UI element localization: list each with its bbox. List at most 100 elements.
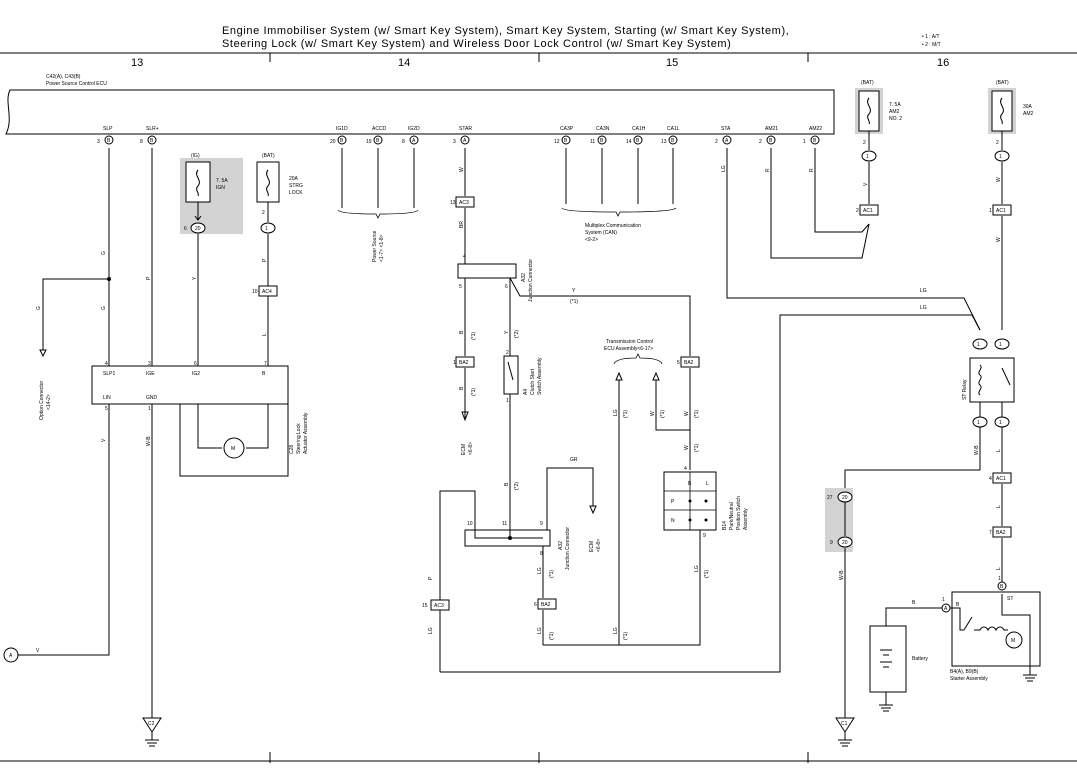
am2-rating: 30A xyxy=(1023,104,1033,110)
connector-pin-number: 1 xyxy=(942,597,945,603)
wire-color-label: GR xyxy=(570,457,578,463)
ecu-pin-connector: A xyxy=(725,138,729,144)
junction-a-label: A xyxy=(9,653,13,659)
ecu-pin-name: STAR xyxy=(459,126,472,132)
ecu-pin-name: ACCD xyxy=(372,126,387,132)
connector-pin-number: 8 xyxy=(540,551,543,557)
steering-pin-name: B xyxy=(262,371,266,377)
steering-pin-name: LIN xyxy=(103,395,111,401)
ecu-pin-number: 2 xyxy=(715,139,718,145)
connector-pin-number: 15 xyxy=(422,603,428,609)
wire-note: (*1) xyxy=(694,410,700,418)
ecu-pin-circle xyxy=(597,135,607,145)
ecu-pin-connector: B xyxy=(564,138,568,144)
ecu-pin-connector: A xyxy=(412,138,416,144)
connector-ac4 xyxy=(258,285,278,297)
ecu-pin-connector: B xyxy=(813,138,817,144)
wire-color-label: W-B xyxy=(146,436,152,446)
wire-color-label: L xyxy=(996,505,1002,508)
connector-circle xyxy=(861,150,877,162)
connector-label: BA2 xyxy=(541,602,551,608)
note-at: • 1 : A/T xyxy=(922,34,940,40)
ground-c1-label: C1 xyxy=(841,721,848,727)
wire-color-label: B xyxy=(459,386,465,390)
ecu-pin-name: IG1D xyxy=(336,126,348,132)
ecu-pin-circle xyxy=(147,135,157,145)
ecu-pin-number: 1 xyxy=(803,139,806,145)
ground-c2 xyxy=(142,717,162,733)
ecu-pin-name: SLR+ xyxy=(146,126,159,132)
ecu-pin-connector: B xyxy=(107,138,111,144)
ecu-pin-circle xyxy=(460,135,470,145)
pnp-b: B xyxy=(688,481,692,487)
wire-color-label: W-B xyxy=(974,445,980,455)
wire-color-label: W xyxy=(684,445,690,450)
ecu-pin-circle xyxy=(722,135,732,145)
wire-color-label: G xyxy=(101,306,107,310)
mpx-ref: <9-2> xyxy=(585,237,598,243)
connector-ba2 xyxy=(992,526,1012,538)
ecu-pin-circle xyxy=(104,135,114,145)
connector-label: AC4 xyxy=(262,289,272,295)
wire-color-label: L xyxy=(996,449,1002,452)
connector-label: BA2 xyxy=(459,360,469,366)
steering-pin-number: 1 xyxy=(148,406,151,412)
wire-color-label: V xyxy=(36,648,40,654)
wire-color-label: W xyxy=(996,177,1002,182)
connector-label: 1 xyxy=(999,154,1002,160)
wire-color-label: W-B xyxy=(839,570,845,580)
connector-pin-number: 9 xyxy=(830,540,833,546)
steering-pin-name: SLP1 xyxy=(103,371,115,377)
connector-pin-number: 1 xyxy=(506,398,509,404)
connector-pin-number: 11 xyxy=(502,521,507,527)
starter-name: Starter Assembly xyxy=(950,676,988,682)
wire-color-label: P xyxy=(146,276,152,280)
ecu-pin-name: CA3P xyxy=(560,126,574,132)
diagram-title-line1: Engine Immobiliser System (w/ Smart Key … xyxy=(222,25,789,37)
strg-fuse-name: STRG xyxy=(289,183,303,189)
steering-pin-name: IGE xyxy=(146,371,155,377)
wire-note: (*1) xyxy=(471,388,477,396)
wire-color-label: W xyxy=(650,411,656,416)
connector-pin-number: 6 xyxy=(505,284,508,290)
power-source-control-ecu xyxy=(5,89,835,135)
column-14: 14 xyxy=(398,57,410,69)
ecu-pin-circle xyxy=(409,135,419,145)
connector-ac3 xyxy=(430,599,450,611)
ecu-pin-circle xyxy=(668,135,678,145)
connector-label: BA2 xyxy=(684,360,694,366)
wire-color-label: V xyxy=(863,182,869,186)
connector-pin-number: 9 xyxy=(540,521,543,527)
ecu-pin-circle xyxy=(633,135,643,145)
ecu-pin-connector: B xyxy=(376,138,380,144)
wire-color-label: P xyxy=(262,258,268,262)
connector-circle xyxy=(997,581,1007,591)
steering-motor-label: M xyxy=(231,446,235,452)
pnp-name: Park/Neutral xyxy=(729,502,735,530)
junction-connector-a32-top xyxy=(457,263,517,279)
ecu-pin-connector: B xyxy=(671,138,675,144)
ecu-pin-circle xyxy=(766,135,776,145)
connector-circle xyxy=(994,416,1010,428)
wire-note: (*1) xyxy=(549,570,555,578)
connector-ac3 xyxy=(455,196,475,208)
option-connector-label: Option Connector xyxy=(39,380,45,420)
pnp-l: L xyxy=(706,481,709,487)
ecm-label-1: ECM xyxy=(461,444,467,455)
battery xyxy=(869,625,907,693)
wire-note: (*1) xyxy=(660,410,666,418)
junction-a xyxy=(3,647,19,663)
wire-color-label: B xyxy=(504,482,510,486)
connector-pin-number: 2 xyxy=(863,140,866,146)
wire-color-label: W xyxy=(684,411,690,416)
jc-a32-bottom-name: Junction Connector xyxy=(565,527,571,570)
ecu-pin-number: 14 xyxy=(626,139,632,145)
st-relay xyxy=(969,357,1015,403)
steering-lock-code: C28 xyxy=(289,445,295,454)
connector-pin-number: 4 xyxy=(684,466,687,472)
ecu-pin-connector: B xyxy=(150,138,154,144)
connector-pin-number: 5 xyxy=(677,360,680,366)
wire-color-label: LG xyxy=(721,165,727,172)
ecm-label-2: ECM xyxy=(589,541,595,552)
connector-circle xyxy=(994,338,1010,350)
